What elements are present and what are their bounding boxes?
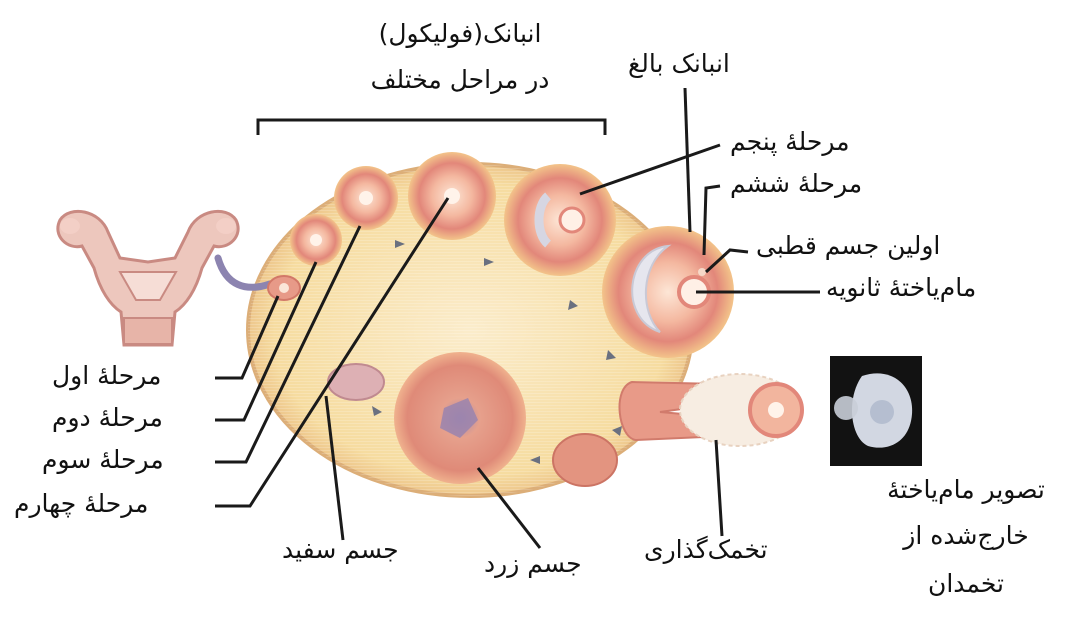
oocyte-photo (830, 356, 922, 466)
photo-caption-line2: خارج‌شده از (848, 520, 1084, 551)
ovulating-follicle (620, 374, 802, 446)
follicle-group-bracket (258, 120, 605, 135)
follicles-title-line2: در مراحل مختلف (300, 64, 620, 95)
follicle-stage-5 (504, 164, 616, 276)
label-stage-4: مرحلهٔ چهارم (14, 488, 148, 519)
label-stage-3: مرحلهٔ سوم (42, 444, 164, 475)
label-ovulation: تخمک‌گذاری (644, 534, 768, 565)
photo-caption-line1: تصویر مام‌یاختهٔ (848, 474, 1084, 505)
label-corpus-albicans: جسم سفید (282, 534, 399, 565)
label-secondary-oocyte: مام‌یاختهٔ ثانویه (826, 272, 976, 303)
photo-caption-line3: تخمدان (848, 568, 1084, 599)
corpus-luteum-regressing (553, 434, 617, 486)
label-corpus-luteum: جسم زرد (484, 548, 582, 579)
follicle-stage-4 (408, 152, 496, 240)
follicles-title-line1: انبانک(فولیکول) (300, 18, 620, 49)
follicle-stage-2 (290, 214, 342, 266)
label-stage-2: مرحلهٔ دوم (52, 402, 163, 433)
label-stage-6: مرحلهٔ ششم (730, 168, 862, 199)
label-mature-follicle: انبانک بالغ (628, 48, 730, 79)
label-stage-5: مرحلهٔ پنجم (730, 126, 850, 157)
label-first-polar-body: اولین جسم قطبی (756, 230, 940, 261)
label-stage-1: مرحلهٔ اول (52, 360, 161, 391)
follicle-stage-1 (268, 276, 300, 300)
corpus-luteum (394, 352, 526, 484)
uterus (58, 211, 270, 345)
follicle-stage-3 (334, 166, 398, 230)
